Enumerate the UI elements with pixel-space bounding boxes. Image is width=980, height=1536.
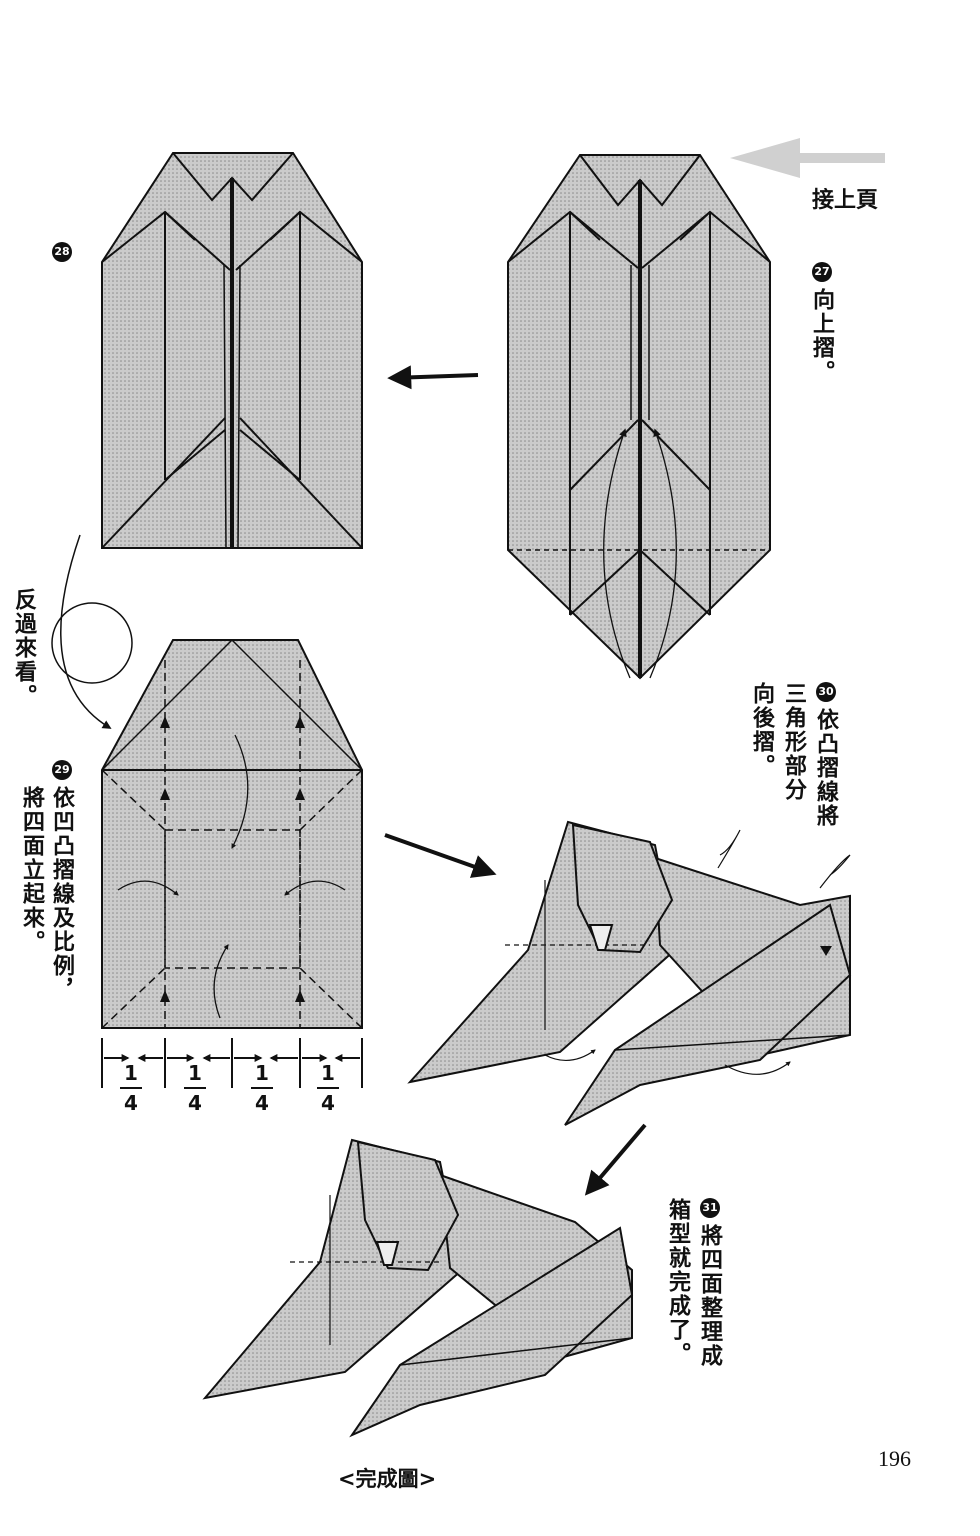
page-number: 196 <box>878 1446 911 1471</box>
fraction-2-numerator: 1 <box>188 1061 202 1085</box>
step-27-text: 向上摺。 <box>809 288 834 384</box>
quarter-ruler <box>101 1038 363 1088</box>
step-30-badge: 30 <box>816 682 836 702</box>
step-30-line-1: 依凸摺線將 <box>813 708 838 828</box>
step-30-line-3: 向後摺。 <box>749 682 774 778</box>
fraction-4-bar <box>317 1087 339 1089</box>
fraction-3: 1 4 <box>249 1062 275 1114</box>
step-29-line-1: 依凹凸摺線及比例， <box>49 786 74 1002</box>
fraction-3-numerator: 1 <box>255 1061 269 1085</box>
fraction-1-numerator: 1 <box>124 1061 138 1085</box>
step-27-badge: 27 <box>812 262 832 282</box>
fraction-3-bar <box>251 1087 273 1089</box>
step-29-badge: 29 <box>52 760 72 780</box>
step-27-diagram <box>507 154 771 680</box>
fraction-1-bar <box>120 1087 142 1089</box>
step-29-diagram <box>101 639 363 1029</box>
continue-label: 接上頁 <box>812 188 879 213</box>
fraction-2-denominator: 4 <box>188 1091 202 1115</box>
step-28-badge: 28 <box>52 242 72 262</box>
fraction-4-numerator: 1 <box>321 1061 335 1085</box>
step-31-line-1: 將四面整理成 <box>697 1224 722 1368</box>
arrow-29-to-30 <box>384 833 497 878</box>
continue-arrow <box>730 138 885 178</box>
step-29-line-2: 將四面立起來。 <box>19 786 44 954</box>
step-31-badge: 31 <box>700 1198 720 1218</box>
step-30-line-2: 三角形部分 <box>781 682 806 802</box>
final-label: <完成圖> <box>338 1467 437 1491</box>
step-31-line-2: 箱型就完成了。 <box>665 1198 690 1366</box>
fraction-1-denominator: 4 <box>124 1091 138 1115</box>
fraction-3-denominator: 4 <box>255 1091 269 1115</box>
fraction-2-bar <box>184 1087 206 1089</box>
arrow-27-to-28 <box>387 365 479 390</box>
step-31-diagram <box>202 1138 634 1438</box>
step-28-diagram <box>101 152 363 549</box>
fraction-1: 1 4 <box>118 1062 144 1114</box>
fraction-4-denominator: 4 <box>321 1091 335 1115</box>
fraction-4: 1 4 <box>315 1062 341 1114</box>
flip-note: 反過來看。 <box>11 588 36 708</box>
step-30-diagram <box>407 820 852 1126</box>
fraction-2: 1 4 <box>182 1062 208 1114</box>
arrow-30-to-31 <box>584 1123 647 1196</box>
flip-indicator <box>51 534 133 729</box>
